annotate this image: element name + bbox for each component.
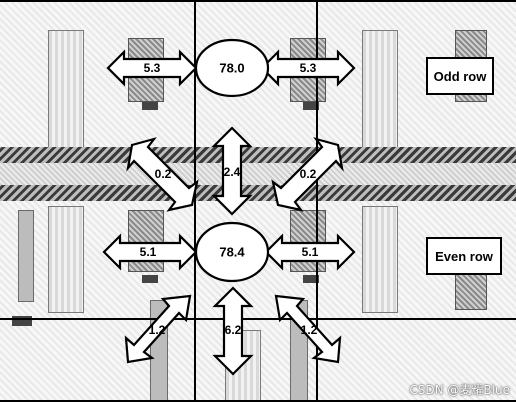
cell-boundary-vertical bbox=[316, 0, 318, 402]
distance-vertical-bottom: 6.2 bbox=[224, 323, 242, 337]
arrow-diag-right bbox=[274, 294, 342, 364]
arrow-vertical-top bbox=[211, 126, 253, 216]
center-value-odd-bubble bbox=[194, 38, 270, 98]
center-value-even-bubble bbox=[194, 221, 270, 283]
cell-boundary-horizontal bbox=[0, 400, 516, 402]
distance-cross-left: 0.2 bbox=[154, 167, 172, 181]
distance-even-right: 5.1 bbox=[301, 245, 319, 259]
cell-boundary-vertical bbox=[194, 0, 196, 402]
distance-odd-left: 5.3 bbox=[143, 61, 161, 75]
via bbox=[142, 275, 158, 283]
via bbox=[142, 102, 158, 110]
diffusion-block bbox=[362, 206, 398, 313]
distance-diag-right: 1.2 bbox=[300, 323, 318, 337]
power-rail-bottom bbox=[0, 185, 516, 201]
via bbox=[303, 275, 319, 283]
center-value-even: 78.4 bbox=[219, 244, 245, 260]
diffusion-block bbox=[48, 206, 84, 313]
cell-boundary-horizontal bbox=[0, 318, 516, 320]
via bbox=[303, 102, 319, 110]
watermark: CSDN @麦耀Blue bbox=[409, 383, 510, 397]
distance-diag-left: 1.2 bbox=[148, 323, 166, 337]
poly-line bbox=[18, 210, 34, 302]
arrow-cross-right bbox=[271, 137, 344, 212]
distance-vertical-top: 2.4 bbox=[223, 165, 241, 179]
arrow-vertical-bottom bbox=[212, 286, 254, 376]
center-value-odd: 78.0 bbox=[219, 60, 245, 76]
odd-row-label: Odd row bbox=[426, 57, 494, 95]
even-row-label: Even row bbox=[426, 237, 502, 275]
cell-boundary-horizontal bbox=[0, 0, 516, 2]
arrow-even-right bbox=[264, 233, 356, 271]
distance-cross-right: 0.2 bbox=[299, 167, 317, 181]
arrow-cross-left bbox=[126, 137, 199, 212]
diffusion-block bbox=[48, 30, 84, 152]
distance-odd-right: 5.3 bbox=[299, 61, 317, 75]
arrow-diag-left bbox=[124, 294, 192, 364]
distance-even-left: 5.1 bbox=[139, 245, 157, 259]
arrow-odd-right bbox=[260, 49, 356, 87]
via bbox=[12, 316, 32, 326]
